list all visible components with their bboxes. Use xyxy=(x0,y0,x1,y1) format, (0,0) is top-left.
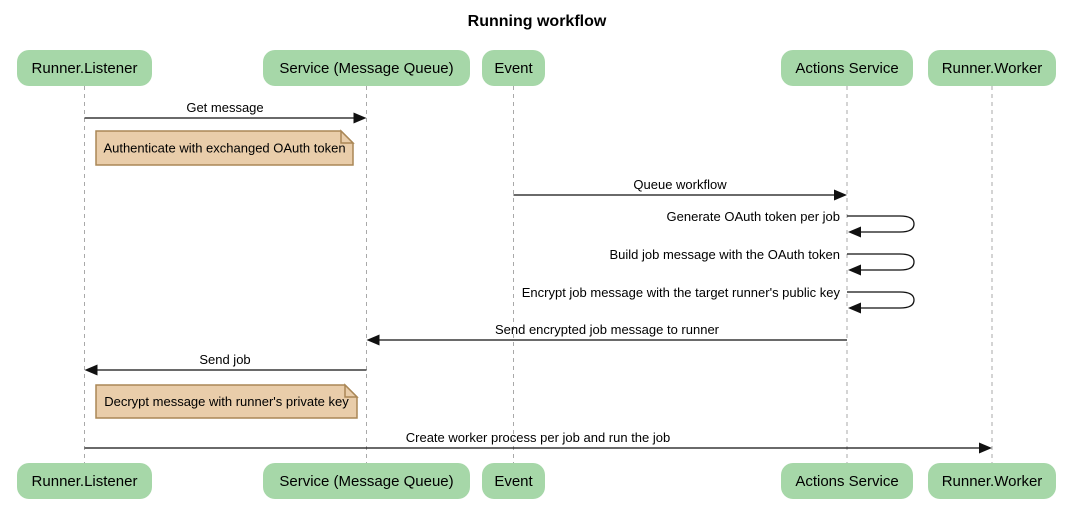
message-send-encrypted-job: Send encrypted job message to runner xyxy=(366,322,847,346)
participant-box xyxy=(928,463,1056,499)
participant-label: Runner.Worker xyxy=(942,473,1043,490)
participant-top-actions-service: Actions Service xyxy=(781,50,913,86)
message-label: Send encrypted job message to runner xyxy=(495,322,720,337)
participant-label: Actions Service xyxy=(795,60,898,77)
note-label: Decrypt message with runner's private ke… xyxy=(104,394,349,409)
note-body xyxy=(95,384,358,419)
participant-top-event: Event xyxy=(482,50,545,86)
arrowhead-right-icon xyxy=(979,442,992,454)
message-encrypt-job-message: Encrypt job message with the target runn… xyxy=(522,285,915,314)
self-loop-line xyxy=(847,253,915,271)
message-build-job-message: Build job message with the OAuth token xyxy=(609,247,915,276)
note-authenticate: Authenticate with exchanged OAuth token xyxy=(95,129,355,166)
arrowhead-left-icon xyxy=(848,226,861,238)
participant-label: Runner.Listener xyxy=(32,60,138,77)
note-fold-icon xyxy=(344,383,359,398)
participant-box xyxy=(781,463,913,499)
participant-bottom-event: Event xyxy=(482,463,545,499)
participant-bottom-runner-listener: Runner.Listener xyxy=(17,463,152,499)
participant-bottom-runner-worker: Runner.Worker xyxy=(928,463,1056,499)
message-send-job: Send job xyxy=(84,352,367,376)
participant-top-runner-listener: Runner.Listener xyxy=(17,50,152,86)
participant-box xyxy=(17,50,152,86)
participant-label: Event xyxy=(494,60,533,77)
participant-box xyxy=(482,50,545,86)
participant-box xyxy=(17,463,152,499)
participant-bottom-actions-service: Actions Service xyxy=(781,463,913,499)
message-queue-workflow: Queue workflow xyxy=(513,177,847,201)
arrowhead-left-icon xyxy=(848,264,861,276)
participant-label: Runner.Listener xyxy=(32,473,138,490)
participant-box xyxy=(263,463,470,499)
message-label: Encrypt job message with the target runn… xyxy=(522,285,841,300)
participant-box xyxy=(781,50,913,86)
participant-bottom-service-message-queue: Service (Message Queue) xyxy=(263,463,470,499)
participant-label: Service (Message Queue) xyxy=(279,60,453,77)
message-create-worker-process: Create worker process per job and run th… xyxy=(84,430,992,454)
participant-label: Actions Service xyxy=(795,473,898,490)
message-label: Send job xyxy=(199,352,250,367)
message-label: Build job message with the OAuth token xyxy=(609,247,840,262)
participant-label: Service (Message Queue) xyxy=(279,473,453,490)
arrowhead-right-icon xyxy=(834,189,847,201)
arrowhead-left-icon xyxy=(848,302,861,314)
message-label: Queue workflow xyxy=(633,177,727,192)
note-label: Authenticate with exchanged OAuth token xyxy=(103,141,345,156)
participant-top-runner-worker: Runner.Worker xyxy=(928,50,1056,86)
diagram-title: Running workflow xyxy=(468,13,607,30)
participant-label: Runner.Worker xyxy=(942,60,1043,77)
message-get-message: Get message xyxy=(84,100,367,124)
arrowhead-left-icon xyxy=(366,334,380,346)
participant-box xyxy=(928,50,1056,86)
participant-top-service-message-queue: Service (Message Queue) xyxy=(263,50,470,86)
participant-box xyxy=(263,50,470,86)
note-fold-icon xyxy=(340,129,355,144)
self-loop-line xyxy=(847,291,915,309)
message-label: Generate OAuth token per job xyxy=(667,209,840,224)
note-decrypt: Decrypt message with runner's private ke… xyxy=(95,383,359,419)
self-loop-line xyxy=(847,215,915,233)
arrowhead-right-icon xyxy=(353,112,367,124)
arrowhead-left-icon xyxy=(84,364,98,376)
message-label: Create worker process per job and run th… xyxy=(406,430,670,445)
participant-label: Event xyxy=(494,473,533,490)
participant-box xyxy=(482,463,545,499)
message-label: Get message xyxy=(186,100,263,115)
note-body xyxy=(95,130,354,166)
message-generate-oauth-token: Generate OAuth token per job xyxy=(667,209,915,238)
